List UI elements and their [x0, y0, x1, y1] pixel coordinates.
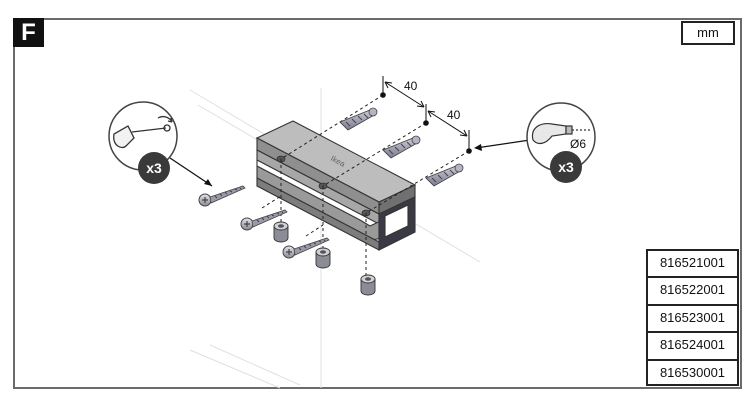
cover-cap [360, 274, 376, 296]
drill-icon [531, 123, 590, 145]
unit-label: mm [681, 21, 735, 45]
part-number: 816530001 [646, 358, 739, 386]
wall-plug [382, 135, 421, 159]
part-number: 816521001 [646, 249, 739, 277]
drill-callout: Ø6 x3 [474, 102, 596, 183]
drill-count: x3 [558, 159, 574, 175]
bracket: Ikea [255, 120, 417, 251]
screw [198, 185, 246, 207]
step-badge: F [13, 18, 44, 47]
part-number-table: 816521001 816522001 816523001 816524001 … [646, 249, 739, 386]
dimension-label: 40 [404, 79, 418, 93]
screw-count: x3 [146, 160, 162, 176]
cover-cap [273, 221, 289, 243]
wall-plug [425, 163, 464, 187]
part-number: 816523001 [646, 303, 739, 332]
drill-diameter: Ø6 [570, 137, 586, 151]
part-number: 816522001 [646, 276, 739, 304]
wall-guide-lines [189, 88, 481, 389]
dimension-lines [382, 76, 470, 149]
dimension-label: 40 [447, 108, 461, 122]
cover-cap [315, 247, 331, 269]
drill-points [380, 92, 472, 154]
screwdriver-icon [113, 115, 173, 149]
part-number: 816524001 [646, 331, 739, 359]
screwdriver-callout: x3 [108, 101, 213, 187]
